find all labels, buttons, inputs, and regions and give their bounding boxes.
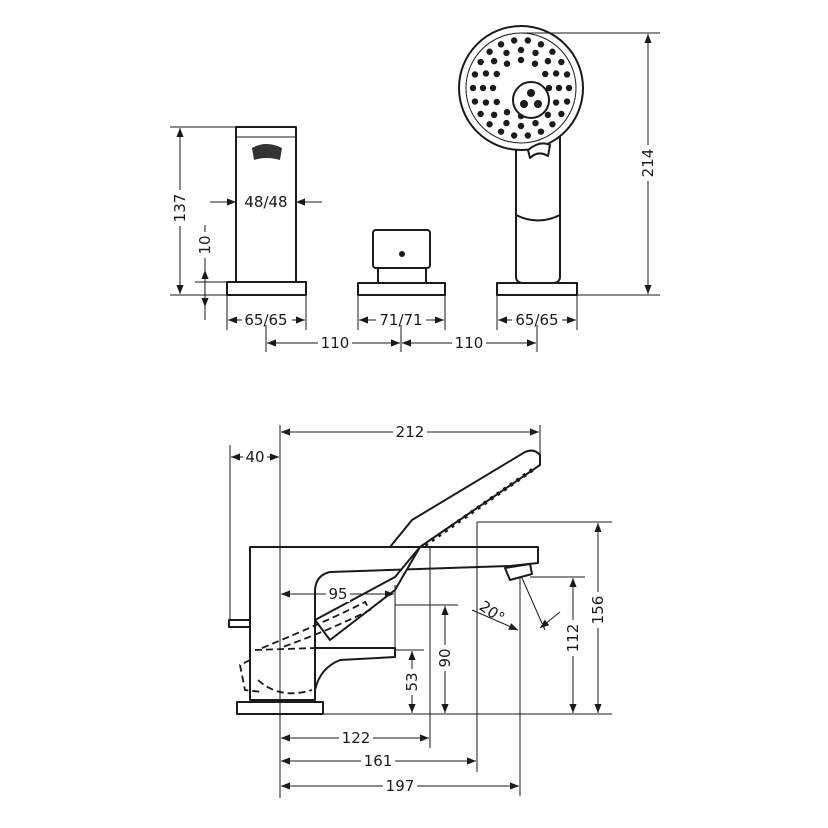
dim-53: 53 (403, 672, 421, 691)
shower-base (496, 282, 578, 296)
nozzle (510, 37, 518, 44)
nozzle (486, 121, 493, 128)
nozzle (558, 110, 565, 118)
dim-48-48: 48/48 (244, 193, 287, 211)
nozzle (531, 60, 539, 67)
aerator-icon (252, 144, 282, 160)
nozzle (493, 70, 500, 78)
dim-65-65-right: 65/65 (515, 311, 558, 329)
dim-137: 137 (171, 194, 189, 223)
dim-20-degrees: 20° (476, 597, 508, 627)
nozzle (552, 99, 560, 106)
dim-212: 212 (396, 423, 425, 441)
nozzle (477, 58, 484, 66)
dim-122: 122 (342, 729, 371, 747)
nozzle (558, 58, 565, 66)
nozzle (524, 132, 532, 139)
nozzle (482, 99, 490, 106)
nozzle (497, 41, 505, 48)
nozzle (497, 128, 505, 135)
nozzle (482, 70, 490, 77)
side-hand-shower (389, 449, 541, 548)
mixer-collar (377, 267, 427, 284)
nozzle (503, 49, 510, 57)
dim-161: 161 (364, 752, 393, 770)
nozzle (517, 122, 525, 130)
nozzle (503, 109, 511, 116)
nozzle (471, 71, 479, 78)
nozzle (479, 84, 487, 92)
nozzle (477, 110, 484, 118)
dim-110-left: 110 (321, 334, 350, 352)
nozzle (549, 121, 556, 128)
nozzle (489, 84, 497, 92)
nozzle (486, 48, 493, 55)
dim-90: 90 (436, 648, 454, 667)
mixer-knob (372, 229, 431, 269)
dim-156: 156 (589, 596, 607, 625)
side-view: 212 40 95 20° 90 53 112 156 122 161 197 (228, 423, 612, 798)
nozzle (563, 71, 571, 78)
nozzle (552, 70, 560, 77)
nozzle (545, 84, 553, 92)
dim-112: 112 (564, 624, 582, 653)
nozzle (493, 98, 500, 106)
nozzle (549, 48, 556, 55)
dim-40: 40 (245, 448, 264, 466)
nozzle (503, 60, 511, 67)
nozzle (517, 46, 525, 54)
nozzle (544, 111, 552, 119)
mixer-base (357, 282, 446, 296)
dim-71-71: 71/71 (379, 311, 422, 329)
nozzle (503, 119, 510, 127)
nozzle (532, 119, 539, 127)
side-pin (228, 619, 251, 628)
dim-95: 95 (328, 585, 347, 603)
side-aerator (504, 563, 533, 581)
dim-197: 197 (386, 777, 415, 795)
nozzle (544, 57, 552, 65)
nozzle (555, 84, 563, 92)
nozzle (537, 41, 545, 48)
spout-base (226, 281, 307, 296)
front-view: 137 10 48/48 65/65 71/71 65/65 110 110 (170, 25, 660, 352)
nozzle (542, 70, 549, 78)
dim-10: 10 (196, 235, 214, 254)
nozzle (565, 84, 573, 92)
nozzle (524, 37, 532, 44)
nozzle (490, 111, 498, 119)
nozzle (510, 132, 518, 139)
dim-110-right: 110 (455, 334, 484, 352)
nozzle (490, 57, 498, 65)
dim-65-65-left: 65/65 (244, 311, 287, 329)
nozzle (563, 98, 571, 105)
nozzle (517, 56, 525, 64)
nozzle (471, 98, 479, 105)
dim-214: 214 (639, 149, 657, 178)
nozzle (537, 128, 545, 135)
side-lever (314, 647, 396, 691)
nozzle (532, 49, 539, 57)
nozzle (469, 84, 477, 92)
